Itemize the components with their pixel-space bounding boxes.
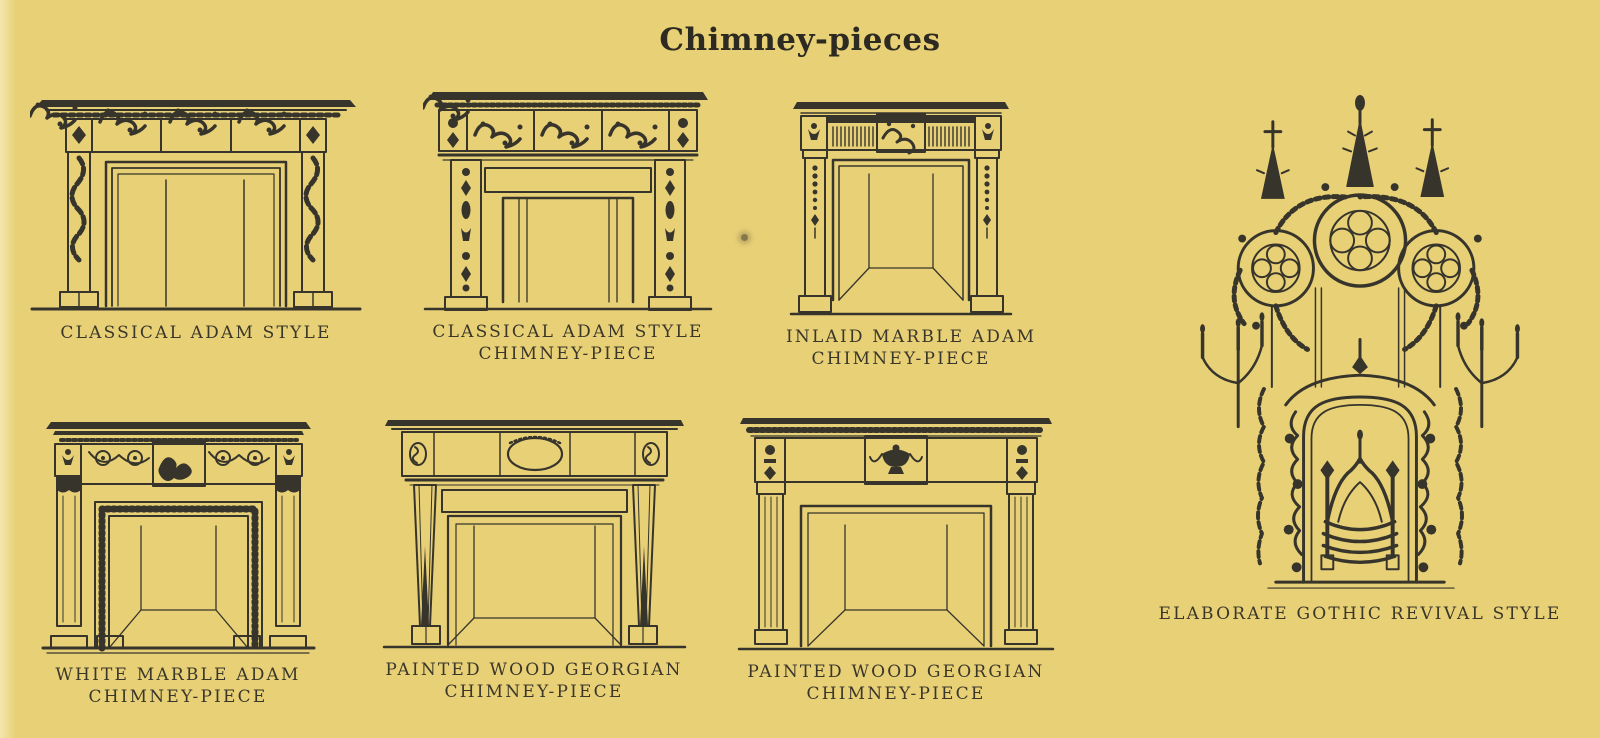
caption-white-marble-adam: WHITE MARBLE ADAM CHIMNEY-PIECE <box>40 664 316 708</box>
caption-line: PAINTED WOOD GEORGIAN <box>747 662 1045 682</box>
figure-classical-adam-chimney-piece: CLASSICAL ADAM STYLE CHIMNEY-PIECE <box>420 88 716 365</box>
figure-elaborate-gothic-revival: ELABORATE GOTHIC REVIVAL STYLE <box>1148 90 1572 625</box>
figure-painted-wood-georgian-2: PAINTED WOOD GEORGIAN CHIMNEY-PIECE <box>735 410 1057 705</box>
caption-line: CHIMNEY-PIECE <box>478 344 658 364</box>
caption-inlaid-marble-adam: INLAID MARBLE ADAM CHIMNEY-PIECE <box>786 326 1037 370</box>
classical-adam-chimney-piece-illustration <box>423 92 713 311</box>
painted-wood-georgian-2-illustration <box>737 418 1055 651</box>
caption-line: CLASSICAL ADAM STYLE <box>60 323 332 343</box>
caption-elaborate-gothic-revival: ELABORATE GOTHIC REVIVAL STYLE <box>1148 603 1572 625</box>
figure-painted-wood-georgian-1: PAINTED WOOD GEORGIAN CHIMNEY-PIECE <box>380 414 688 703</box>
page-edge-highlight <box>0 0 16 738</box>
elaborate-gothic-revival-illustration <box>1200 94 1520 589</box>
caption-painted-wood-georgian-2: PAINTED WOOD GEORGIAN CHIMNEY-PIECE <box>735 661 1057 705</box>
caption-line: PAINTED WOOD GEORGIAN <box>385 660 683 680</box>
caption-line: CHIMNEY-PIECE <box>806 684 986 704</box>
paper-smudge <box>741 234 748 241</box>
caption-line: WHITE MARBLE ADAM <box>55 665 301 685</box>
figure-classical-adam-style: CLASSICAL ADAM STYLE <box>28 96 364 344</box>
caption-line: CHIMNEY-PIECE <box>444 682 624 702</box>
painted-wood-georgian-1-illustration <box>382 420 686 649</box>
white-marble-adam-illustration <box>41 422 315 654</box>
caption-line: CLASSICAL ADAM STYLE <box>432 322 704 342</box>
caption-classical-adam-chimney-piece: CLASSICAL ADAM STYLE CHIMNEY-PIECE <box>420 321 716 365</box>
caption-line: CHIMNEY-PIECE <box>88 687 268 707</box>
caption-painted-wood-georgian-1: PAINTED WOOD GEORGIAN CHIMNEY-PIECE <box>380 659 688 703</box>
classical-adam-style-illustration <box>30 100 362 311</box>
figure-inlaid-marble-adam: INLAID MARBLE ADAM CHIMNEY-PIECE <box>786 96 1037 370</box>
caption-classical-adam-style: CLASSICAL ADAM STYLE <box>28 322 364 344</box>
figure-white-marble-adam: WHITE MARBLE ADAM CHIMNEY-PIECE <box>40 414 316 708</box>
caption-line: INLAID MARBLE ADAM <box>786 327 1037 347</box>
caption-line: CHIMNEY-PIECE <box>811 349 991 369</box>
page-title: Chimney-pieces <box>659 22 941 58</box>
caption-line: ELABORATE GOTHIC REVIVAL STYLE <box>1158 604 1562 624</box>
inlaid-marble-adam-illustration <box>789 102 1013 316</box>
